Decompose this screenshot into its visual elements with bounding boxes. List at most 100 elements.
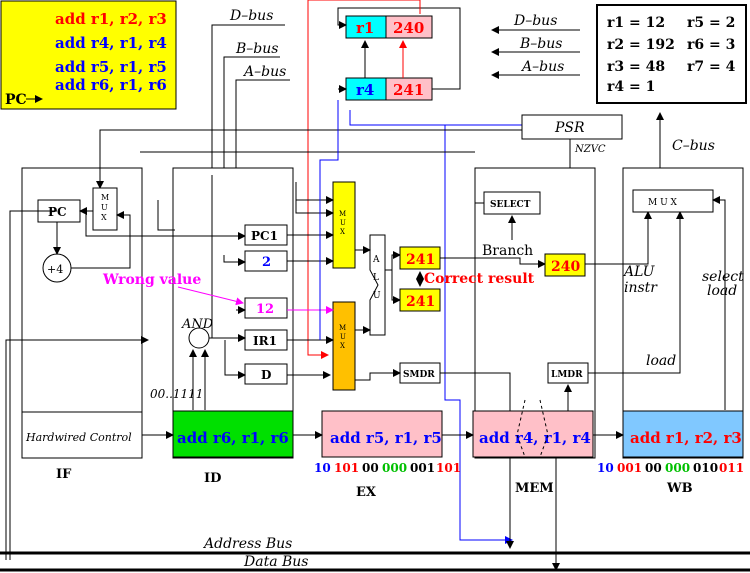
program-line-3: add r5, r1, r5: [55, 58, 167, 76]
wb-enc-5: 011: [719, 461, 744, 475]
wb-instr-text: add r1, r2, r3: [630, 429, 742, 447]
forward-blue-line: [349, 110, 513, 544]
wrong-value-arrow: [177, 286, 244, 306]
bus-label-d-right: D–bus: [513, 13, 557, 29]
reg-r6: r6 = 3: [687, 37, 735, 53]
ex-mux-top-m: M: [339, 210, 346, 218]
ex-mux-top: [332, 181, 356, 269]
bus-label-b-left: B–bus: [235, 41, 278, 57]
mask-label: 00..1111: [150, 387, 203, 401]
wb-mux-label: M U X: [648, 198, 678, 208]
wb-enc-2: 00: [645, 461, 662, 475]
bbus-to-imm: [223, 255, 246, 266]
stage-label-ex: EX: [356, 485, 377, 500]
select-label: SELECT: [490, 200, 531, 210]
stage-label-if: IF: [56, 467, 72, 482]
reg-r5: r5 = 2: [687, 15, 735, 31]
imm-value: 2: [262, 255, 271, 270]
if-mux: [92, 187, 118, 231]
alu-a: A: [372, 255, 380, 265]
bypass-r4: r4 241: [345, 77, 433, 101]
ex-instr-register: [321, 410, 443, 458]
id-instr-register: [172, 410, 294, 458]
mem-instr-register: [472, 410, 594, 458]
psr-box: [521, 114, 623, 140]
if-id-wire: [157, 200, 175, 231]
adder-to-mux: [71, 211, 131, 269]
wrong-value-label: Wrong value: [102, 272, 201, 288]
hardwired-label: Hardwired Control: [25, 431, 132, 444]
wrong-value-number: 12: [256, 302, 274, 317]
reg-r4: r4 = 1: [607, 79, 655, 95]
ex-enc-5: 101: [436, 461, 461, 475]
ex-result-bot-value: 241: [406, 294, 435, 310]
alu-instr-label-2: instr: [624, 280, 658, 296]
mem-result: [544, 253, 586, 277]
pc-label: PC: [48, 205, 67, 219]
ex-mux-top-x: X: [340, 228, 345, 236]
id-instr-text: add r6, r1, r6: [177, 429, 289, 447]
lmdr-to-wb-mux: [588, 211, 684, 374]
wb-select-line: [712, 196, 726, 410]
wb-instr-register: [622, 410, 744, 458]
alu-to-result-top: [385, 251, 401, 271]
alu-to-result-bot: [391, 270, 401, 304]
bypass-r1-value: 240: [393, 19, 424, 37]
stage-label-id: ID: [204, 471, 221, 486]
ex-enc-1: 101: [334, 461, 359, 475]
mem-result-value: 240: [551, 259, 580, 275]
wb-enc-1: 001: [617, 461, 642, 475]
ex-instr-text: add r5, r1, r5: [330, 429, 442, 447]
wb-encoding: 10 001 00 000 010 011: [597, 461, 744, 475]
alu-l: L: [373, 273, 379, 283]
ex-enc-2: 00: [362, 461, 379, 475]
bus-label-a-right: A–bus: [520, 59, 564, 75]
program-line-1: add r1, r2, r3: [55, 10, 167, 28]
ex-enc-0: 10: [314, 461, 331, 475]
blue-mux-line: [319, 100, 339, 340]
bus-label-d-left: D–bus: [229, 8, 273, 24]
ex-mux-bot-x: X: [340, 342, 345, 350]
correct-result-label: Correct result: [424, 271, 535, 287]
top-mux-in-1: [295, 182, 334, 204]
program-pc-label: PC: [5, 92, 27, 108]
wb-enc-0: 10: [597, 461, 614, 475]
reg-r3: r3 = 48: [607, 59, 665, 75]
smdr-to-data-bus: [440, 372, 514, 549]
plus4-label: +4: [47, 263, 63, 276]
ex-mux-bottom: [332, 301, 356, 391]
ex-mux-top-u: U: [340, 219, 346, 227]
mem-stage-frame: [474, 167, 596, 459]
mem-to-wb-mux: [585, 211, 652, 265]
psr-label: PSR: [554, 120, 585, 136]
if-mux-m: M: [101, 193, 109, 202]
reg-r2: r2 = 192: [607, 37, 675, 53]
bus-label-b-right: B–bus: [519, 36, 562, 52]
pc-to-pc1: [80, 210, 246, 240]
bypass-r1: r1 240: [345, 15, 433, 39]
bus-label-a-left: A–bus: [242, 64, 286, 80]
stage-label-wb: WB: [666, 481, 693, 496]
wb-enc-4: 010: [693, 461, 718, 475]
bypass-r4-name: r4: [356, 81, 374, 99]
psr-to-if-mux: [96, 129, 522, 189]
ex-enc-3: 000: [382, 461, 407, 475]
data-bus-to-id: [5, 336, 149, 560]
reg-r7: r7 = 4: [687, 59, 736, 75]
and-label: AND: [181, 317, 214, 332]
program-line-4: add r6, r1, r6: [55, 76, 167, 94]
branch-label: Branch: [482, 243, 533, 259]
register-box: r1 = 12 r2 = 192 r3 = 48 r4 = 1 r5 = 2 r…: [596, 4, 747, 104]
load-label: load: [646, 353, 676, 369]
data-bus-label: Data Bus: [243, 554, 308, 570]
ex-result-top-value: 241: [406, 252, 435, 268]
d-label: D: [261, 368, 271, 382]
c-bus-label: C–bus: [672, 138, 715, 154]
ir1-label: IR1: [253, 334, 277, 348]
ex-mux-bot-m: M: [339, 324, 346, 332]
program-line-2: add r4, r1, r4: [55, 34, 167, 52]
lmdr-label: LMDR: [551, 370, 583, 380]
ex-to-mem-result: [440, 257, 546, 268]
pc-to-address-bus: [9, 210, 57, 560]
